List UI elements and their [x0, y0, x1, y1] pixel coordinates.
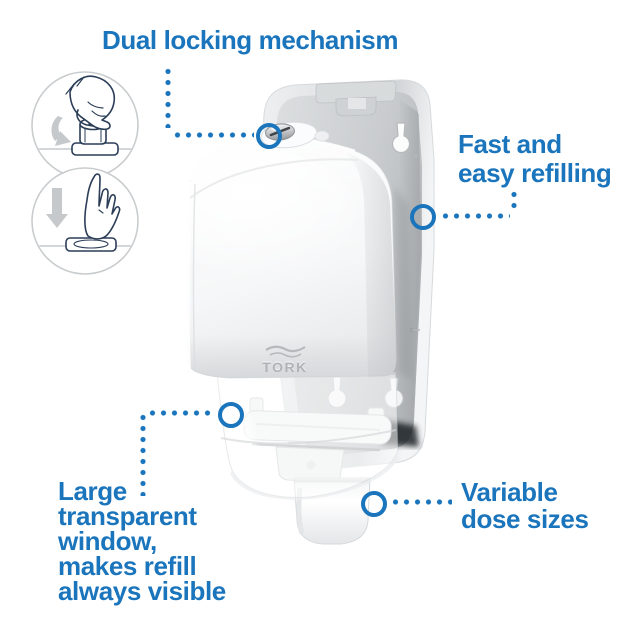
dotted-connector-horizontal [147, 410, 215, 416]
window-ring-marker [218, 402, 244, 428]
press-open-inset-icon [31, 167, 139, 275]
dotted-connector-horizontal [172, 132, 254, 138]
dotted-connector-horizontal [440, 213, 510, 219]
dotted-connector-vertical [140, 412, 146, 496]
svg-text:TORK: TORK [262, 358, 307, 374]
callout-transparent-window-label: Large transparent window, makes refill a… [58, 476, 226, 606]
lock-ring-marker [256, 123, 282, 149]
dotted-connector-horizontal [390, 499, 452, 505]
twist-lock-inset-icon [31, 71, 139, 179]
down-arrow-icon [46, 188, 68, 228]
refill-ring-marker [410, 204, 436, 230]
dotted-connector-vertical [165, 66, 171, 128]
rotate-arrow-icon [51, 116, 71, 146]
dose-ring-marker [361, 491, 387, 517]
finger-illustration [84, 173, 121, 240]
dotted-connector-vertical [511, 189, 517, 213]
callout-dual-locking-label: Dual locking mechanism [102, 25, 399, 55]
tork-logo: TORK TORK [262, 345, 307, 375]
keyhole-mount-top [391, 122, 411, 154]
hand-illustration [65, 75, 116, 131]
front-cover [160, 134, 412, 380]
callout-dose-sizes-label: Variable dose sizes [461, 477, 589, 534]
transparent-window [216, 371, 399, 500]
svg-text:TORK: TORK [262, 359, 307, 375]
callout-fast-refilling-label: Fast and easy refilling [458, 129, 612, 188]
